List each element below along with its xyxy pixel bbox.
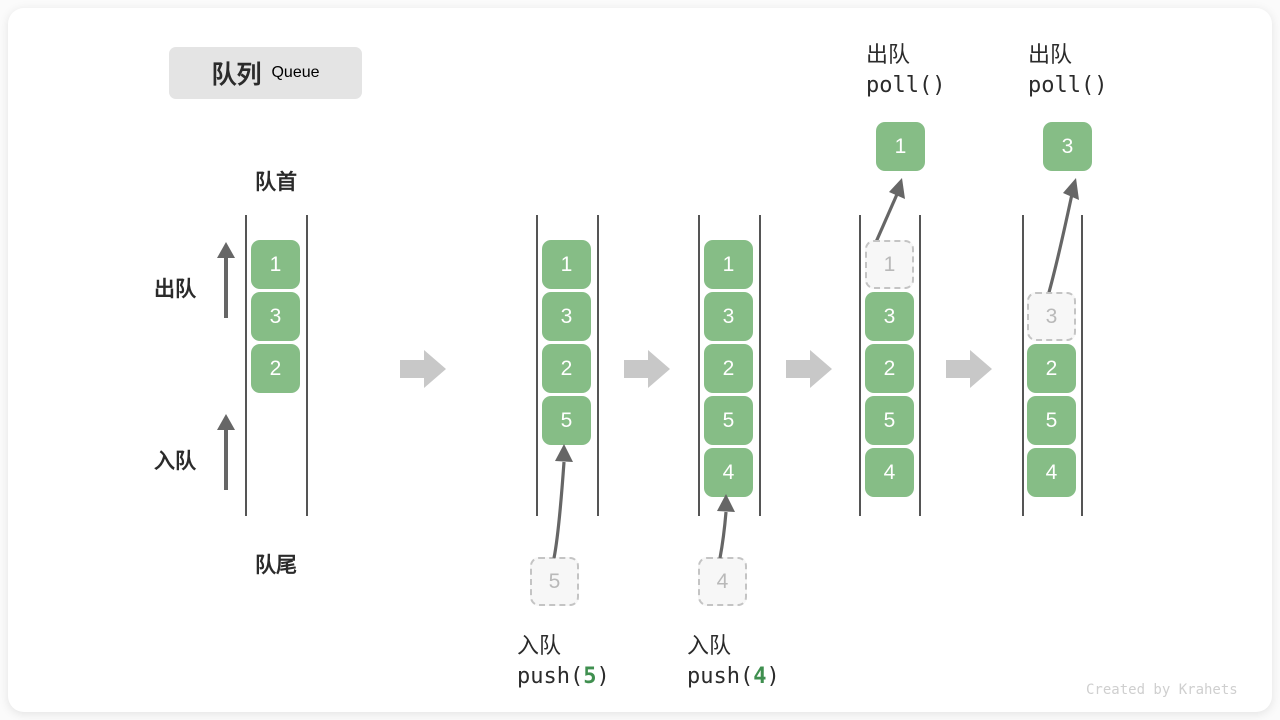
ghost-incoming-5: 5 <box>530 557 579 606</box>
poll3-result-cell: 3 <box>1043 122 1092 171</box>
push4-cell-4: 4 <box>704 448 753 497</box>
push5-op-arg: 5 <box>583 664 597 689</box>
poll3-cell-2: 4 <box>1027 448 1076 497</box>
push-arrow-5 <box>552 444 573 559</box>
push5-cell-1: 3 <box>542 292 591 341</box>
push5-caption-cn: 入队 <box>517 633 562 658</box>
push5-cell-3: 5 <box>542 396 591 445</box>
push4-caption-op: push(4) <box>687 664 780 689</box>
queue-rail-left-5 <box>1022 215 1024 516</box>
poll1-cell-3: 4 <box>865 448 914 497</box>
incoming-element-5: 5 <box>530 557 579 606</box>
queue-rail-left-3 <box>698 215 700 516</box>
push4-cell-2: 2 <box>704 344 753 393</box>
poll-arrow-1 <box>874 178 905 243</box>
diagram-title-pill: 队列 Queue <box>169 47 362 99</box>
incoming-element-4: 4 <box>698 557 747 606</box>
dequeue-label: 出队 <box>154 278 196 301</box>
push4-cell-1: 3 <box>704 292 753 341</box>
footer-credit: Created by Krahets <box>1086 682 1238 698</box>
ghost-removed-1: 1 <box>865 240 914 289</box>
ghost-removed-3: 3 <box>1027 292 1076 341</box>
push5-caption-op: push(5) <box>517 664 610 689</box>
push4-cell-3: 5 <box>704 396 753 445</box>
initial-cell-2: 2 <box>251 344 300 393</box>
poll3-result-element: 3 <box>1043 122 1092 171</box>
poll1-result-cell: 1 <box>876 122 925 171</box>
queue-rail-right-5 <box>1081 215 1083 516</box>
queue-rail-left-1 <box>245 215 247 516</box>
poll3-cell-0: 2 <box>1027 344 1076 393</box>
queue-rail-left-4 <box>859 215 861 516</box>
push4-cell-0: 1 <box>704 240 753 289</box>
enqueue-direction-arrow <box>217 414 235 490</box>
push4-op-arg: 4 <box>753 664 767 689</box>
poll-arrow-3 <box>1046 178 1079 297</box>
push-arrow-4 <box>717 494 735 559</box>
push5-op-suffix: ) <box>596 664 610 689</box>
initial-cell-0: 1 <box>251 240 300 289</box>
push5-cell-2: 2 <box>542 344 591 393</box>
poll1-header-cn: 出队 <box>866 42 911 67</box>
diagram-title-cn: 队列 <box>211 61 262 89</box>
push4-op-prefix: push( <box>687 664 754 689</box>
poll1-cell-1: 2 <box>865 344 914 393</box>
poll1-cell-2: 5 <box>865 396 914 445</box>
poll1-header-op: poll() <box>866 73 946 98</box>
push5-cell-0: 1 <box>542 240 591 289</box>
step-arrow-2 <box>624 350 670 388</box>
step-arrow-4 <box>946 350 992 388</box>
initial-cell-1: 3 <box>251 292 300 341</box>
step-arrow-1 <box>400 350 446 388</box>
poll1-result-element: 1 <box>876 122 925 171</box>
push4-op-suffix: ) <box>766 664 780 689</box>
front-label: 队首 <box>255 171 297 194</box>
ghost-incoming-4: 4 <box>698 557 747 606</box>
removed-element-3: 3 <box>1027 292 1076 341</box>
removed-element-1: 1 <box>865 240 914 289</box>
queue-rail-left-2 <box>536 215 538 516</box>
poll3-header-op: poll() <box>1028 73 1108 98</box>
push5-op-prefix: push( <box>517 664 584 689</box>
queue-rail-right-3 <box>759 215 761 516</box>
queue-rail-right-1 <box>306 215 308 516</box>
dequeue-direction-arrow <box>217 242 235 318</box>
queue-rail-right-2 <box>597 215 599 516</box>
queue-rail-right-4 <box>919 215 921 516</box>
poll3-header-cn: 出队 <box>1028 42 1073 67</box>
rear-label: 队尾 <box>255 554 297 577</box>
poll1-cell-0: 3 <box>865 292 914 341</box>
push4-caption-cn: 入队 <box>687 633 732 658</box>
poll3-cell-1: 5 <box>1027 396 1076 445</box>
enqueue-label: 入队 <box>154 450 196 473</box>
diagram-title-en: Queue <box>271 64 320 81</box>
step-arrow-3 <box>786 350 832 388</box>
